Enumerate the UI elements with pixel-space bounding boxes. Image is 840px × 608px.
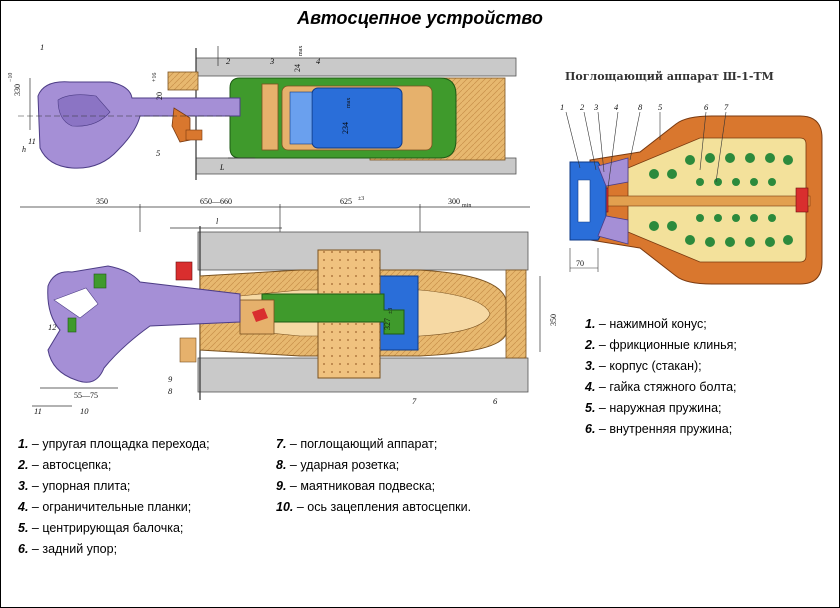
- dim: 330: [13, 84, 22, 96]
- callout: 3: [593, 102, 598, 112]
- dim: L: [219, 163, 225, 172]
- legend-item: 6. – внутренняя пружина;: [585, 422, 733, 436]
- legend-item: 3. – упорная плита;: [18, 479, 131, 493]
- legend-coupling-part-2: 7. – поглощающий аппарат; 8. – ударная р…: [276, 434, 471, 518]
- callout: 6: [704, 102, 709, 112]
- dim: 625: [340, 197, 352, 206]
- callout: 1: [560, 102, 564, 112]
- diagram-title: Автосцепное устройство: [297, 8, 543, 28]
- callout: 10: [80, 406, 89, 416]
- dim: −10: [8, 73, 14, 82]
- callout: 8: [638, 102, 643, 112]
- callout: 2: [580, 102, 585, 112]
- legend-item: 1. – упругая площадка перехода;: [18, 437, 210, 451]
- callout: 9: [168, 374, 173, 384]
- dim: max: [346, 98, 352, 108]
- legend-item: 1. – нажимной конус;: [585, 317, 707, 331]
- callout-labels: 1 2 3 4 5 11 7 6 8 9 10 11 12 1 2 3 4 8 …: [28, 42, 729, 416]
- rear-stop-bottom: [505, 269, 527, 359]
- absorber-title: Поглощающий аппарат Ш-1-ТМ: [565, 70, 774, 83]
- legend-item: 2. – фрикционные клинья;: [585, 338, 737, 352]
- absorber: [311, 87, 403, 149]
- callout: 11: [28, 136, 36, 146]
- legend-absorber: 1. – нажимной конус; 2. – фрикционные кл…: [585, 314, 737, 440]
- callout: 7: [724, 102, 729, 112]
- yoke-green-bottom: [261, 293, 405, 335]
- legend-item: 8. – ударная розетка;: [276, 458, 400, 472]
- dim: ±3: [358, 196, 364, 202]
- dim: 300: [448, 197, 460, 206]
- dim: 234: [341, 122, 350, 134]
- top-view: [18, 46, 517, 180]
- legend-item: 2. – автосцепка;: [18, 458, 112, 472]
- callout: 12: [48, 322, 57, 332]
- legend-item: 7. – поглощающий аппарат;: [276, 437, 438, 451]
- legend-item: 3. – корпус (стакан);: [585, 359, 702, 373]
- legend-item: 9. – маятниковая подвеска;: [276, 479, 436, 493]
- dim: 20: [155, 92, 164, 100]
- dimension-labels: 330 −10 20 +16 24 max 234 max L h 350 65…: [8, 46, 584, 400]
- friction-wedge-bottom: [597, 215, 629, 245]
- bottom-view: [20, 204, 541, 407]
- dim: 24: [293, 64, 302, 72]
- legend-coupling-part-1: 1. – упругая площадка перехода; 2. – авт…: [18, 434, 210, 560]
- callout: 5: [658, 102, 662, 112]
- callout: 11: [34, 406, 42, 416]
- callout: 4: [614, 102, 619, 112]
- dim: ±3: [388, 308, 394, 314]
- dim: 350: [96, 197, 108, 206]
- dim: 350: [549, 314, 558, 326]
- absorber-section: [565, 111, 823, 285]
- callout: 1: [40, 42, 44, 52]
- callout: 4: [316, 56, 321, 66]
- legend-item: 5. – наружная пружина;: [585, 401, 722, 415]
- thrust-plate: [261, 83, 279, 151]
- dim: 55—75: [74, 391, 98, 400]
- frame-beam-top: [195, 57, 517, 77]
- callout: 2: [226, 56, 231, 66]
- legend-item: 4. – ограничительные планки;: [18, 500, 192, 514]
- dim: 70: [576, 259, 584, 268]
- dim: min: [462, 203, 471, 209]
- legend-item: 4. – гайка стяжного болта;: [585, 380, 737, 394]
- dim: l: [216, 217, 219, 226]
- legend-item: 5. – центрирующая балочка;: [18, 521, 184, 535]
- dim: max: [298, 46, 304, 56]
- dim: 650—660: [200, 197, 232, 206]
- tie-bolt: [599, 195, 811, 207]
- callout: 6: [493, 396, 498, 406]
- callout: 8: [168, 386, 173, 396]
- legend-item: 10. – ось зацепления автосцепки.: [276, 500, 472, 514]
- dim: h: [22, 145, 26, 154]
- centering-beam: [171, 107, 191, 143]
- callout: 5: [156, 148, 160, 158]
- coupler-bottom: [47, 265, 241, 383]
- bolt-nut-rear: [795, 187, 809, 213]
- dim: +16: [152, 73, 158, 82]
- coupler: [37, 81, 241, 169]
- legend-item: 6. – задний упор;: [18, 542, 118, 556]
- callout: 7: [412, 396, 417, 406]
- dim: 327: [383, 318, 392, 330]
- friction-wedge-top: [597, 157, 629, 187]
- callout: 3: [269, 56, 274, 66]
